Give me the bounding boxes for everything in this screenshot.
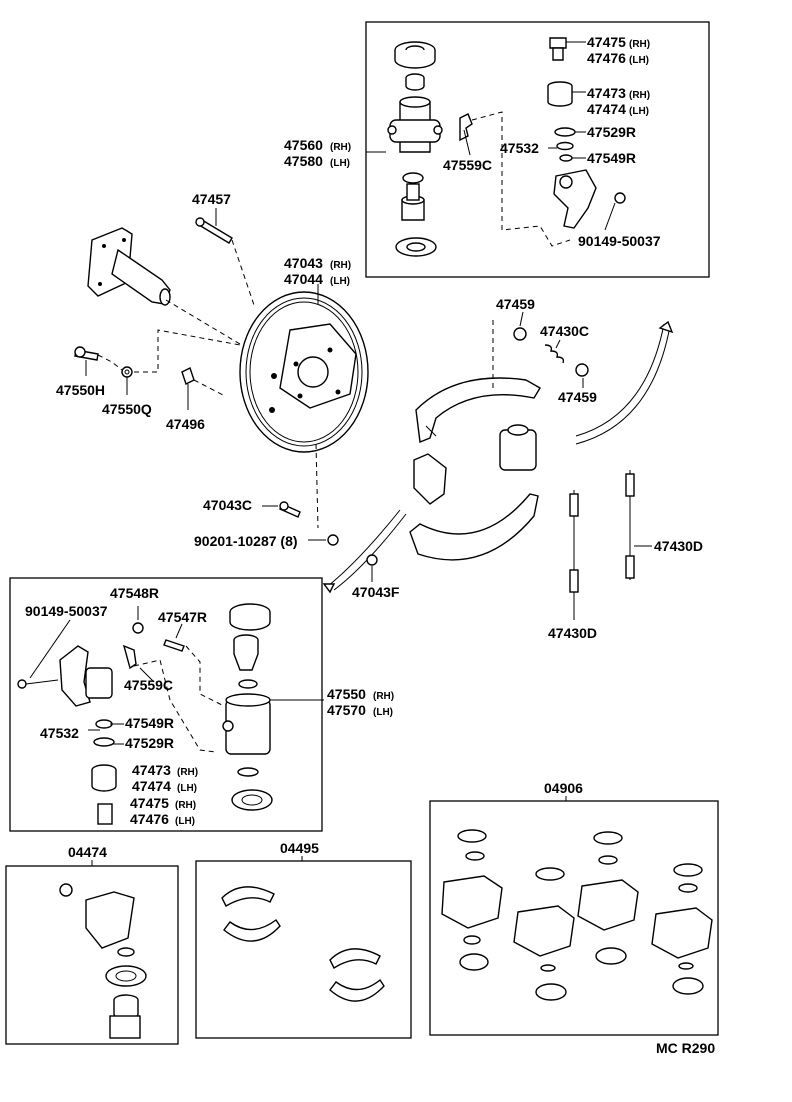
wheel-cylinder-rh-box: [365, 21, 710, 278]
label-04906: 04906: [544, 780, 583, 796]
label-47430d: 47430D: [654, 538, 703, 554]
label-rh-suffix: (RH): [330, 260, 351, 271]
lh-cylinder-parts: [17, 603, 273, 825]
wheel-cylinder-center: [413, 424, 537, 505]
kit-04906-box: [429, 800, 719, 1036]
label-rh-suffix: (RH): [373, 691, 394, 702]
kit-04495-parts: [221, 886, 385, 1002]
label-lh-suffix: (LH): [629, 106, 649, 117]
label-47570: 47570: [327, 702, 366, 718]
label-47549r: 47549R: [125, 715, 174, 731]
label-47476: 47476: [587, 50, 626, 66]
label-47547r: 47547R: [158, 609, 207, 625]
label-47549r: 47549R: [587, 150, 636, 166]
label-47044: 47044: [284, 271, 323, 287]
label-lh-suffix: (LH): [175, 816, 195, 827]
label-lh-suffix: (LH): [330, 276, 350, 287]
label-lh-suffix: (LH): [330, 158, 350, 169]
label-47459: 47459: [496, 296, 535, 312]
label-47475: 47475: [587, 34, 626, 50]
label-90149-50037: 90149-50037: [578, 233, 661, 249]
diagram-code: MC R290: [656, 1040, 715, 1056]
label-47474: 47474: [587, 101, 626, 117]
springs-47430d: [569, 470, 635, 620]
label-90149-50037: 90149-50037: [25, 603, 108, 619]
label-47550h: 47550H: [56, 382, 105, 398]
brake-shoe-lower: [409, 493, 539, 561]
label-47474: 47474: [132, 778, 171, 794]
label-rh-suffix: (RH): [175, 800, 196, 811]
label-47473: 47473: [132, 762, 171, 778]
backing-plate: [239, 291, 369, 453]
label-04474: 04474: [68, 844, 107, 860]
label-lh-suffix: (LH): [373, 707, 393, 718]
label-lh-suffix: (LH): [177, 783, 197, 794]
label-47560: 47560: [284, 137, 323, 153]
label-47496: 47496: [166, 416, 205, 432]
label-rh-suffix: (RH): [330, 142, 351, 153]
kit-04474-parts: [59, 883, 147, 1039]
bolt-47043c: [279, 501, 339, 546]
label-47550q: 47550Q: [102, 401, 152, 417]
label-47476: 47476: [130, 811, 169, 827]
axle-hub: [87, 227, 171, 306]
label-47043: 47043: [284, 255, 323, 271]
kit-04906-parts: [441, 829, 713, 1001]
label-47559c: 47559C: [124, 677, 173, 693]
label-47475: 47475: [130, 795, 169, 811]
label-47548r: 47548R: [110, 585, 159, 601]
label-47459: 47459: [558, 389, 597, 405]
label-47529r: 47529R: [125, 735, 174, 751]
label-rh-suffix: (RH): [629, 90, 650, 101]
label-47559c: 47559C: [443, 157, 492, 173]
label-47430d: 47430D: [548, 625, 597, 641]
label-04495: 04495: [280, 840, 319, 856]
label-47532: 47532: [40, 725, 79, 741]
top-box-parts: [387, 37, 626, 257]
label-47473: 47473: [587, 85, 626, 101]
part-labels: 47475 (RH) 47476 (LH) 47473 (RH) 47474 (…: [25, 34, 715, 1056]
label-47532: 47532: [500, 140, 539, 156]
label-rh-suffix: (RH): [629, 39, 650, 50]
label-90201-10287: 90201-10287 (8): [194, 533, 298, 549]
bolt-47457: [195, 217, 233, 244]
label-47043f: 47043F: [352, 584, 400, 600]
label-47550: 47550: [327, 686, 366, 702]
label-47430c: 47430C: [540, 323, 589, 339]
label-47457: 47457: [192, 191, 231, 207]
kit-04474-box: [5, 865, 179, 1045]
label-rh-suffix: (RH): [177, 767, 198, 778]
small-hardware: [74, 346, 195, 385]
brake-shoe-upper: [415, 377, 541, 443]
label-47580: 47580: [284, 153, 323, 169]
kit-04495-box: [195, 860, 412, 1039]
label-47043c: 47043C: [203, 497, 252, 513]
label-lh-suffix: (LH): [629, 55, 649, 66]
shoe-hardware: [513, 327, 589, 377]
wheel-cylinder-lh-box: [9, 577, 323, 832]
label-47529r: 47529R: [587, 124, 636, 140]
